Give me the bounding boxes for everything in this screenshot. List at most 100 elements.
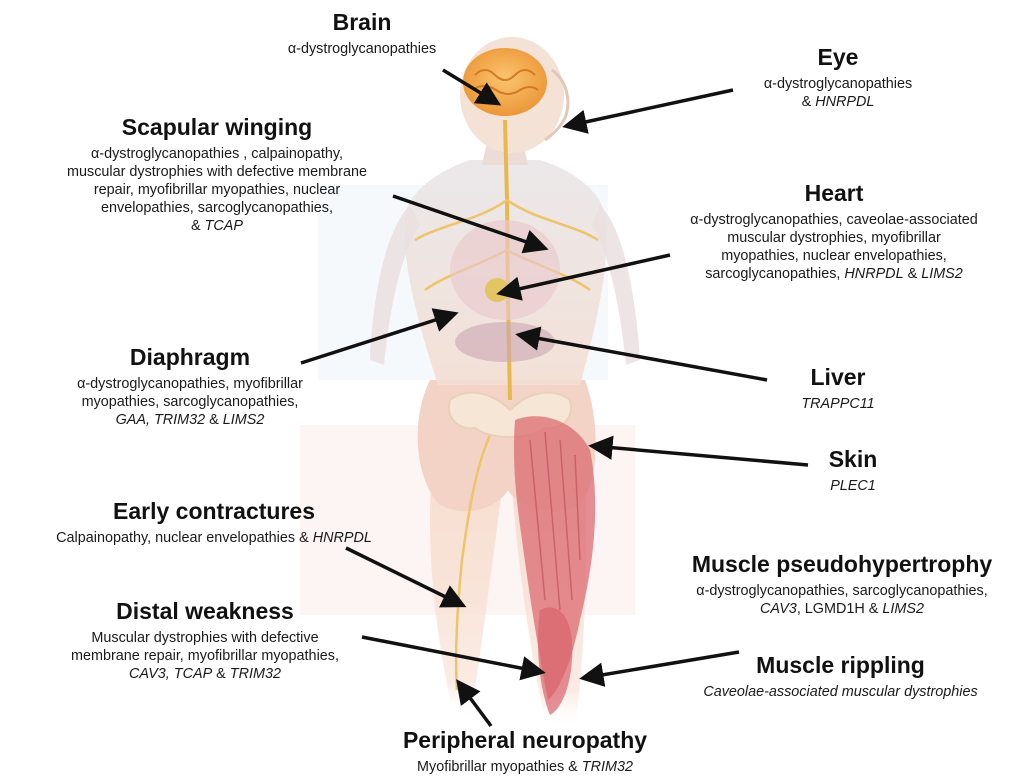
desc-text: & <box>212 666 230 682</box>
label-pseudo-title: Muscle pseudohypertrophy <box>657 550 1027 579</box>
liver-organ <box>455 322 555 362</box>
label-scapular: Scapular winging α-dystroglycanopathies … <box>22 113 412 235</box>
label-rippling-title: Muscle rippling <box>668 651 1013 680</box>
gene-name: CAV3 <box>760 601 797 617</box>
label-skin: Skin PLEC1 <box>803 445 903 495</box>
label-brain: Brain α-dystroglycanopathies <box>262 8 462 58</box>
desc-text: , LGMD1H & <box>797 601 883 617</box>
desc-text: α-dystroglycanopathies, caveolae-associa… <box>690 212 978 228</box>
desc-line: α-dystroglycanopathies, caveolae-associa… <box>648 211 1020 229</box>
label-neuropathy-title: Peripheral neuropathy <box>365 726 685 755</box>
desc-line: α-dystroglycanopathies, sarcoglycanopath… <box>657 582 1027 600</box>
desc-line: α-dystroglycanopathies <box>262 40 462 58</box>
desc-text: α-dystroglycanopathies <box>288 41 436 57</box>
gene-name: LIMS2 <box>882 601 924 617</box>
label-heart: Heart α-dystroglycanopathies, caveolae-a… <box>648 179 1020 283</box>
label-liver-title: Liver <box>773 363 903 392</box>
gene-name: TRIM32 <box>582 759 633 775</box>
desc-text: repair, myofibrillar myopathies, nuclear <box>94 182 340 198</box>
label-distal-desc: Muscular dystrophies with defective membr… <box>30 629 380 683</box>
desc-line: & HNRPDL <box>738 93 938 111</box>
label-eye-desc: α-dystroglycanopathies& HNRPDL <box>738 75 938 111</box>
desc-line: α-dystroglycanopathies, myofibrillar <box>55 375 325 393</box>
desc-text: muscular dystrophies with defective memb… <box>67 164 367 180</box>
desc-text: envelopathies, sarcoglycanopathies, <box>101 200 333 216</box>
desc-text: & <box>205 412 223 428</box>
desc-line: Caveolae-associated muscular dystrophies <box>668 683 1013 701</box>
gene-name: HNRPDL <box>844 266 903 282</box>
desc-line: α-dystroglycanopathies <box>738 75 938 93</box>
label-liver-desc: TRAPPC11 <box>773 395 903 413</box>
label-rippling-desc: Caveolae-associated muscular dystrophies <box>668 683 1013 701</box>
label-neuropathy-desc: Myofibrillar myopathies & TRIM32 <box>365 758 685 776</box>
label-skin-desc: PLEC1 <box>803 477 903 495</box>
label-eye-title: Eye <box>738 43 938 72</box>
desc-line: PLEC1 <box>803 477 903 495</box>
desc-line: myopathies, nuclear envelopathies, <box>648 247 1020 265</box>
desc-line: muscular dystrophies, myofibrillar <box>648 229 1020 247</box>
desc-text: α-dystroglycanopathies, sarcoglycanopath… <box>696 583 988 599</box>
label-diaphragm-desc: α-dystroglycanopathies, myofibrillar myop… <box>55 375 325 429</box>
desc-line: membrane repair, myofibrillar myopathies… <box>30 647 380 665</box>
desc-text: myopathies, sarcoglycanopathies, <box>82 394 299 410</box>
gene-name: TRAPPC11 <box>801 396 874 412</box>
gene-name: HNRPDL <box>815 94 874 110</box>
label-pseudo: Muscle pseudohypertrophy α-dystroglycano… <box>657 550 1027 618</box>
label-distal-title: Distal weakness <box>30 597 380 626</box>
heart-organ <box>485 278 509 302</box>
label-diaphragm: Diaphragm α-dystroglycanopathies, myofib… <box>55 343 325 429</box>
desc-text: Myofibrillar myopathies & <box>417 759 582 775</box>
label-heart-desc: α-dystroglycanopathies, caveolae-associa… <box>648 211 1020 283</box>
gene-name: HNRPDL <box>313 530 372 546</box>
brain-organ <box>463 48 547 116</box>
label-brain-title: Brain <box>262 8 462 37</box>
desc-line: envelopathies, sarcoglycanopathies, <box>22 199 412 217</box>
label-skin-title: Skin <box>803 445 903 474</box>
desc-text: Muscular dystrophies with defective <box>91 630 318 646</box>
gene-name: PLEC1 <box>830 478 876 494</box>
gene-name: TRIM32 <box>230 666 281 682</box>
desc-text: α-dystroglycanopathies <box>764 76 912 92</box>
label-rippling: Muscle rippling Caveolae-associated musc… <box>668 651 1013 701</box>
desc-text: myopathies, nuclear envelopathies, <box>721 248 947 264</box>
desc-text: & <box>904 266 922 282</box>
desc-line: Calpainopathy, nuclear envelopathies & H… <box>5 529 423 547</box>
desc-text: sarcoglycanopathies, <box>705 266 844 282</box>
desc-line: repair, myofibrillar myopathies, nuclear <box>22 181 412 199</box>
gene-name: CAV3, TCAP <box>129 666 212 682</box>
desc-line: α-dystroglycanopathies , calpainopathy, <box>22 145 412 163</box>
label-liver: Liver TRAPPC11 <box>773 363 903 413</box>
desc-text: α-dystroglycanopathies, myofibrillar <box>77 376 303 392</box>
label-early-title: Early contractures <box>5 497 423 526</box>
label-scapular-desc: α-dystroglycanopathies , calpainopathy, m… <box>22 145 412 235</box>
desc-text: muscular dystrophies, myofibrillar <box>727 230 941 246</box>
desc-text: Calpainopathy, nuclear envelopathies & <box>56 530 313 546</box>
label-brain-desc: α-dystroglycanopathies <box>262 40 462 58</box>
gene-name: LIMS2 <box>921 266 963 282</box>
desc-text: & <box>191 218 205 234</box>
label-pseudo-desc: α-dystroglycanopathies, sarcoglycanopath… <box>657 582 1027 618</box>
desc-line: Myofibrillar myopathies & TRIM32 <box>365 758 685 776</box>
desc-line: & TCAP <box>22 217 412 235</box>
label-eye: Eye α-dystroglycanopathies& HNRPDL <box>738 43 938 111</box>
desc-text: membrane repair, myofibrillar myopathies… <box>71 648 339 664</box>
label-scapular-title: Scapular winging <box>22 113 412 142</box>
desc-line: muscular dystrophies with defective memb… <box>22 163 412 181</box>
gene-name: Caveolae-associated muscular dystrophies <box>703 684 977 700</box>
desc-line: TRAPPC11 <box>773 395 903 413</box>
label-neuropathy: Peripheral neuropathy Myofibrillar myopa… <box>365 726 685 776</box>
label-heart-title: Heart <box>648 179 1020 208</box>
desc-line: CAV3, TCAP & TRIM32 <box>30 665 380 683</box>
label-diaphragm-title: Diaphragm <box>55 343 325 372</box>
arrow-eye <box>567 90 733 126</box>
desc-line: CAV3, LGMD1H & LIMS2 <box>657 600 1027 618</box>
label-distal: Distal weakness Muscular dystrophies wit… <box>30 597 380 683</box>
desc-text: & <box>802 94 816 110</box>
desc-line: GAA, TRIM32 & LIMS2 <box>55 411 325 429</box>
desc-line: myopathies, sarcoglycanopathies, <box>55 393 325 411</box>
desc-text: α-dystroglycanopathies , calpainopathy, <box>91 146 343 162</box>
gene-name: GAA, TRIM32 <box>116 412 206 428</box>
desc-line: sarcoglycanopathies, HNRPDL & LIMS2 <box>648 265 1020 283</box>
desc-line: Muscular dystrophies with defective <box>30 629 380 647</box>
gene-name: LIMS2 <box>223 412 265 428</box>
